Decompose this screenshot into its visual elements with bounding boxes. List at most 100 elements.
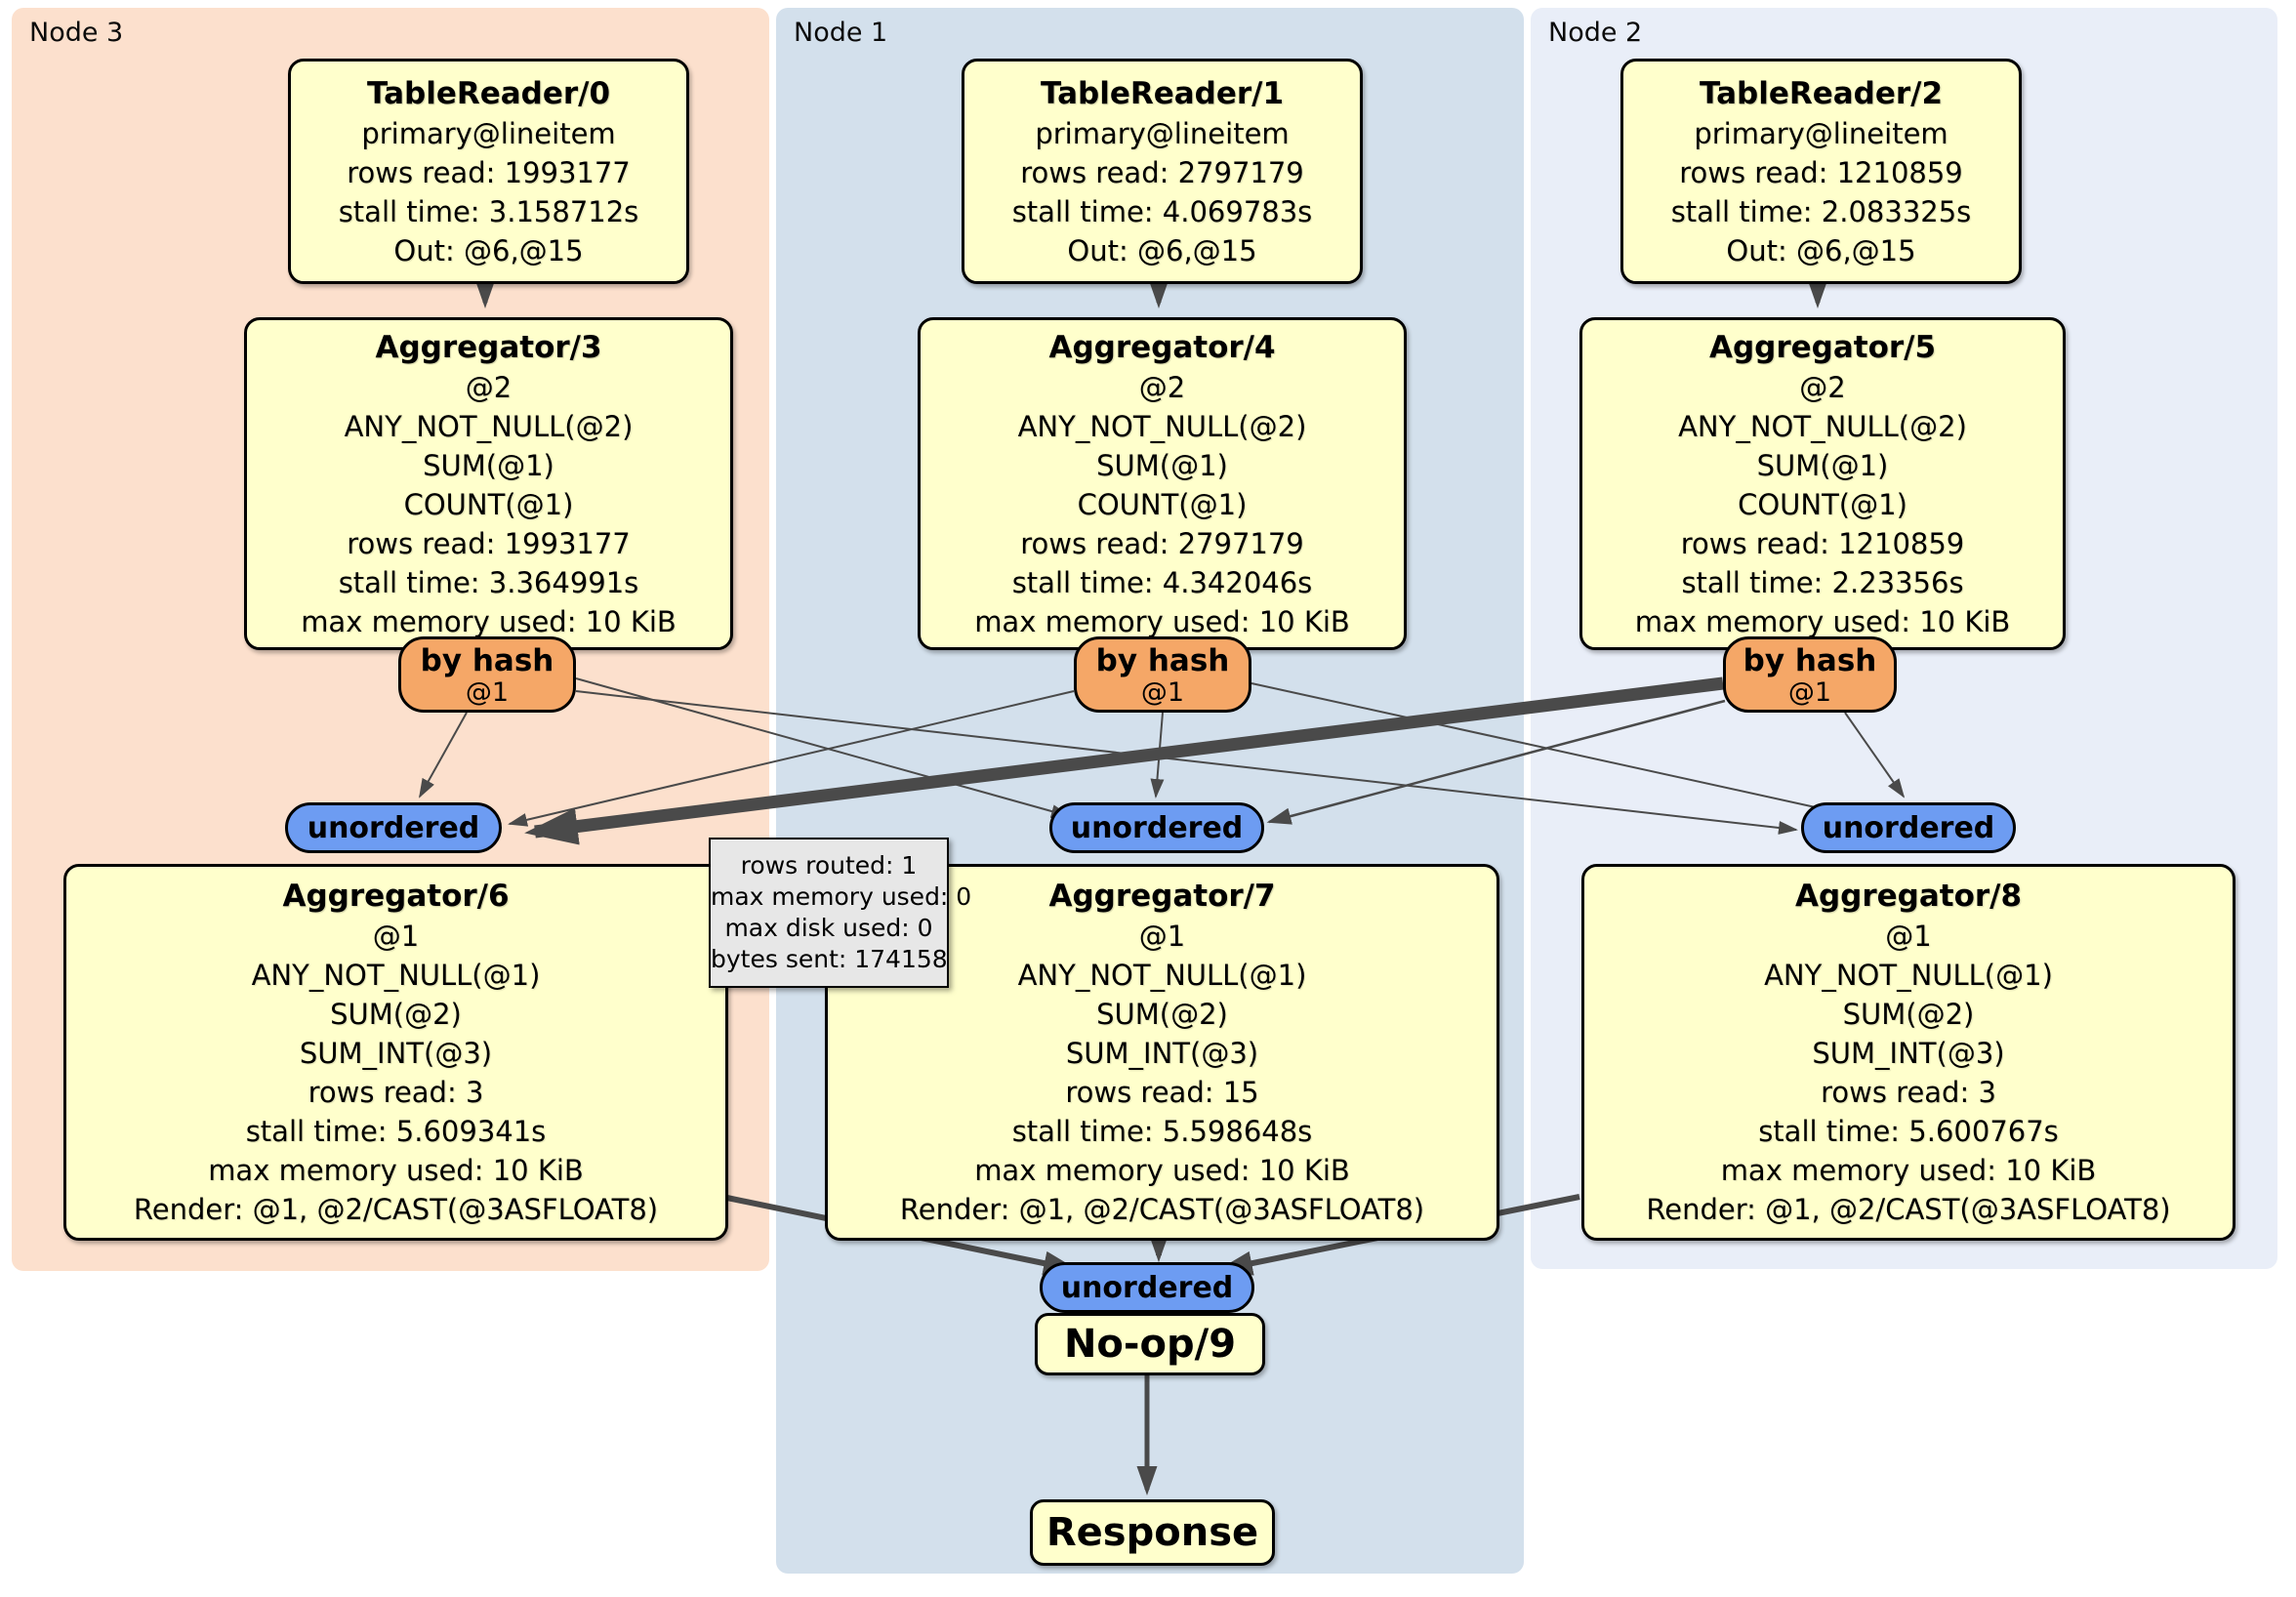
edge-router3-sync8 (575, 690, 1798, 835)
processor-detail: stall time: 5.609341s (245, 1115, 547, 1148)
router-by-hash-node2[interactable]: by hash @1 (1723, 636, 1897, 713)
sync-unordered-noop[interactable]: unordered (1040, 1262, 1254, 1313)
processor-title: Aggregator/4 (1048, 329, 1276, 365)
processor-aggregator-3[interactable]: Aggregator/3 @2 ANY_NOT_NULL(@2) SUM(@1)… (244, 317, 733, 650)
processor-detail: ANY_NOT_NULL(@1) (251, 959, 541, 992)
processor-detail: Render: @1, @2/CAST(@3ASFLOAT8) (899, 1193, 1425, 1226)
processor-detail: stall time: 3.158712s (338, 194, 639, 228)
processor-detail: ANY_NOT_NULL(@2) (344, 409, 634, 443)
processor-title: Aggregator/5 (1708, 329, 1937, 365)
processor-detail: primary@lineitem (1035, 116, 1290, 150)
processor-detail: rows read: 15 (1065, 1076, 1259, 1109)
processor-noop-9[interactable]: No-op/9 (1035, 1313, 1265, 1375)
processor-detail: stall time: 2.23356s (1681, 565, 1964, 599)
router-by-hash-node3[interactable]: by hash @1 (398, 636, 576, 713)
processor-detail: rows read: 1210859 (1679, 155, 1963, 189)
processor-detail: @2 (465, 370, 512, 404)
processor-detail: max memory used: 10 KiB (974, 604, 1350, 638)
processor-detail: rows read: 1993177 (347, 526, 631, 560)
region-label-node-1: Node 1 (794, 18, 888, 48)
processor-detail: SUM_INT(@3) (299, 1037, 493, 1070)
processor-tablereader-1[interactable]: TableReader/1 primary@lineitem rows read… (962, 59, 1363, 284)
sync-unordered-ag6[interactable]: unordered (285, 802, 502, 853)
processor-title: Aggregator/8 (1794, 879, 2023, 914)
processor-title: TableReader/1 (1040, 75, 1285, 111)
processor-detail: primary@lineitem (1694, 116, 1948, 150)
processor-detail: COUNT(@1) (1077, 487, 1248, 521)
router-label: by hash (1742, 643, 1877, 678)
processor-title: TableReader/0 (366, 75, 611, 111)
processor-detail: max memory used: 10 KiB (974, 1154, 1350, 1187)
processor-detail: stall time: 4.069783s (1011, 194, 1313, 228)
processor-aggregator-5[interactable]: Aggregator/5 @2 ANY_NOT_NULL(@2) SUM(@1)… (1579, 317, 2066, 650)
processor-detail: Out: @6,@15 (1067, 233, 1257, 267)
processor-aggregator-6[interactable]: Aggregator/6 @1 ANY_NOT_NULL(@1) SUM(@2)… (63, 864, 728, 1241)
processor-detail: SUM(@1) (423, 448, 554, 482)
processor-detail: stall time: 5.600767s (1758, 1115, 2059, 1148)
processor-detail: rows read: 1993177 (347, 155, 631, 189)
processor-detail: SUM_INT(@3) (1812, 1037, 2005, 1070)
processor-detail: Out: @6,@15 (1726, 233, 1916, 267)
processor-detail: max memory used: 10 KiB (1720, 1154, 2097, 1187)
stream-stats-tooltip: rows routed: 1 max memory used: 0 max di… (709, 838, 972, 988)
router-by-hash-node1[interactable]: by hash @1 (1074, 636, 1251, 713)
processor-detail: rows read: 2797179 (1020, 155, 1304, 189)
processor-detail: SUM(@2) (330, 998, 462, 1031)
processor-detail: @1 (1885, 920, 1932, 953)
processor-detail: stall time: 2.083325s (1670, 194, 1972, 228)
edge-router5-sync3-heavy (524, 676, 1724, 845)
processor-title: Aggregator/3 (375, 329, 602, 365)
processor-title: TableReader/2 (1699, 75, 1944, 111)
processor-detail: Out: @6,@15 (393, 233, 584, 267)
tooltip-line: max memory used: 0 (711, 882, 972, 911)
edge-router5-sync7 (1266, 699, 1726, 825)
processor-detail: SUM(@2) (1842, 998, 1975, 1031)
router-detail: @1 (465, 677, 510, 708)
processor-detail: max memory used: 10 KiB (208, 1154, 584, 1187)
processor-detail: COUNT(@1) (1738, 487, 1907, 521)
processor-detail: rows read: 3 (308, 1076, 484, 1109)
edge-router3-sync3 (419, 712, 468, 798)
processor-detail: @2 (1138, 370, 1186, 404)
processor-detail: stall time: 3.364991s (338, 565, 639, 599)
sync-unordered-ag7[interactable]: unordered (1049, 802, 1264, 853)
tooltip-line: rows routed: 1 (740, 851, 918, 880)
edge-router5-sync8 (1844, 712, 1906, 798)
region-label-node-2: Node 2 (1548, 18, 1643, 48)
processor-tablereader-0[interactable]: TableReader/0 primary@lineitem rows read… (288, 59, 689, 284)
processor-detail: ANY_NOT_NULL(@2) (1678, 409, 1967, 443)
processor-tablereader-2[interactable]: TableReader/2 primary@lineitem rows read… (1620, 59, 2022, 284)
processor-detail: Render: @1, @2/CAST(@3ASFLOAT8) (133, 1193, 659, 1226)
processor-detail: @1 (372, 920, 420, 953)
response-box[interactable]: Response (1030, 1499, 1275, 1566)
processor-detail: @2 (1799, 370, 1846, 404)
processor-detail: primary@lineitem (361, 116, 616, 150)
tooltip-line: max disk used: 0 (724, 914, 933, 942)
processor-detail: COUNT(@1) (403, 487, 574, 521)
processor-detail: stall time: 4.342046s (1011, 565, 1313, 599)
processor-detail: rows read: 1210859 (1680, 526, 1965, 560)
processor-detail: SUM(@1) (1756, 448, 1889, 482)
processor-detail: ANY_NOT_NULL(@1) (1017, 959, 1307, 992)
processor-aggregator-8[interactable]: Aggregator/8 @1 ANY_NOT_NULL(@1) SUM(@2)… (1581, 864, 2235, 1241)
processor-detail: rows read: 3 (1821, 1076, 1996, 1109)
processor-aggregator-4[interactable]: Aggregator/4 @2 ANY_NOT_NULL(@2) SUM(@1)… (918, 317, 1407, 650)
processor-detail: SUM_INT(@3) (1065, 1037, 1259, 1070)
processor-detail: ANY_NOT_NULL(@1) (1764, 959, 2053, 992)
processor-detail: max memory used: 10 KiB (301, 604, 676, 638)
processor-detail: Render: @1, @2/CAST(@3ASFLOAT8) (1646, 1193, 2171, 1226)
processor-title: Aggregator/7 (1048, 879, 1276, 914)
processor-detail: rows read: 2797179 (1020, 526, 1304, 560)
router-detail: @1 (1140, 677, 1185, 708)
router-detail: @1 (1787, 677, 1832, 708)
tooltip-line: bytes sent: 174158 (711, 945, 948, 973)
processor-detail: ANY_NOT_NULL(@2) (1017, 409, 1307, 443)
region-label-node-3: Node 3 (29, 18, 124, 48)
processor-detail: max memory used: 10 KiB (1634, 604, 2011, 638)
processor-detail: stall time: 5.598648s (1011, 1115, 1313, 1148)
sync-unordered-ag8[interactable]: unordered (1801, 802, 2016, 853)
router-label: by hash (1095, 643, 1230, 678)
processor-detail: @1 (1138, 920, 1186, 953)
edge-router4-sync3 (508, 690, 1075, 827)
